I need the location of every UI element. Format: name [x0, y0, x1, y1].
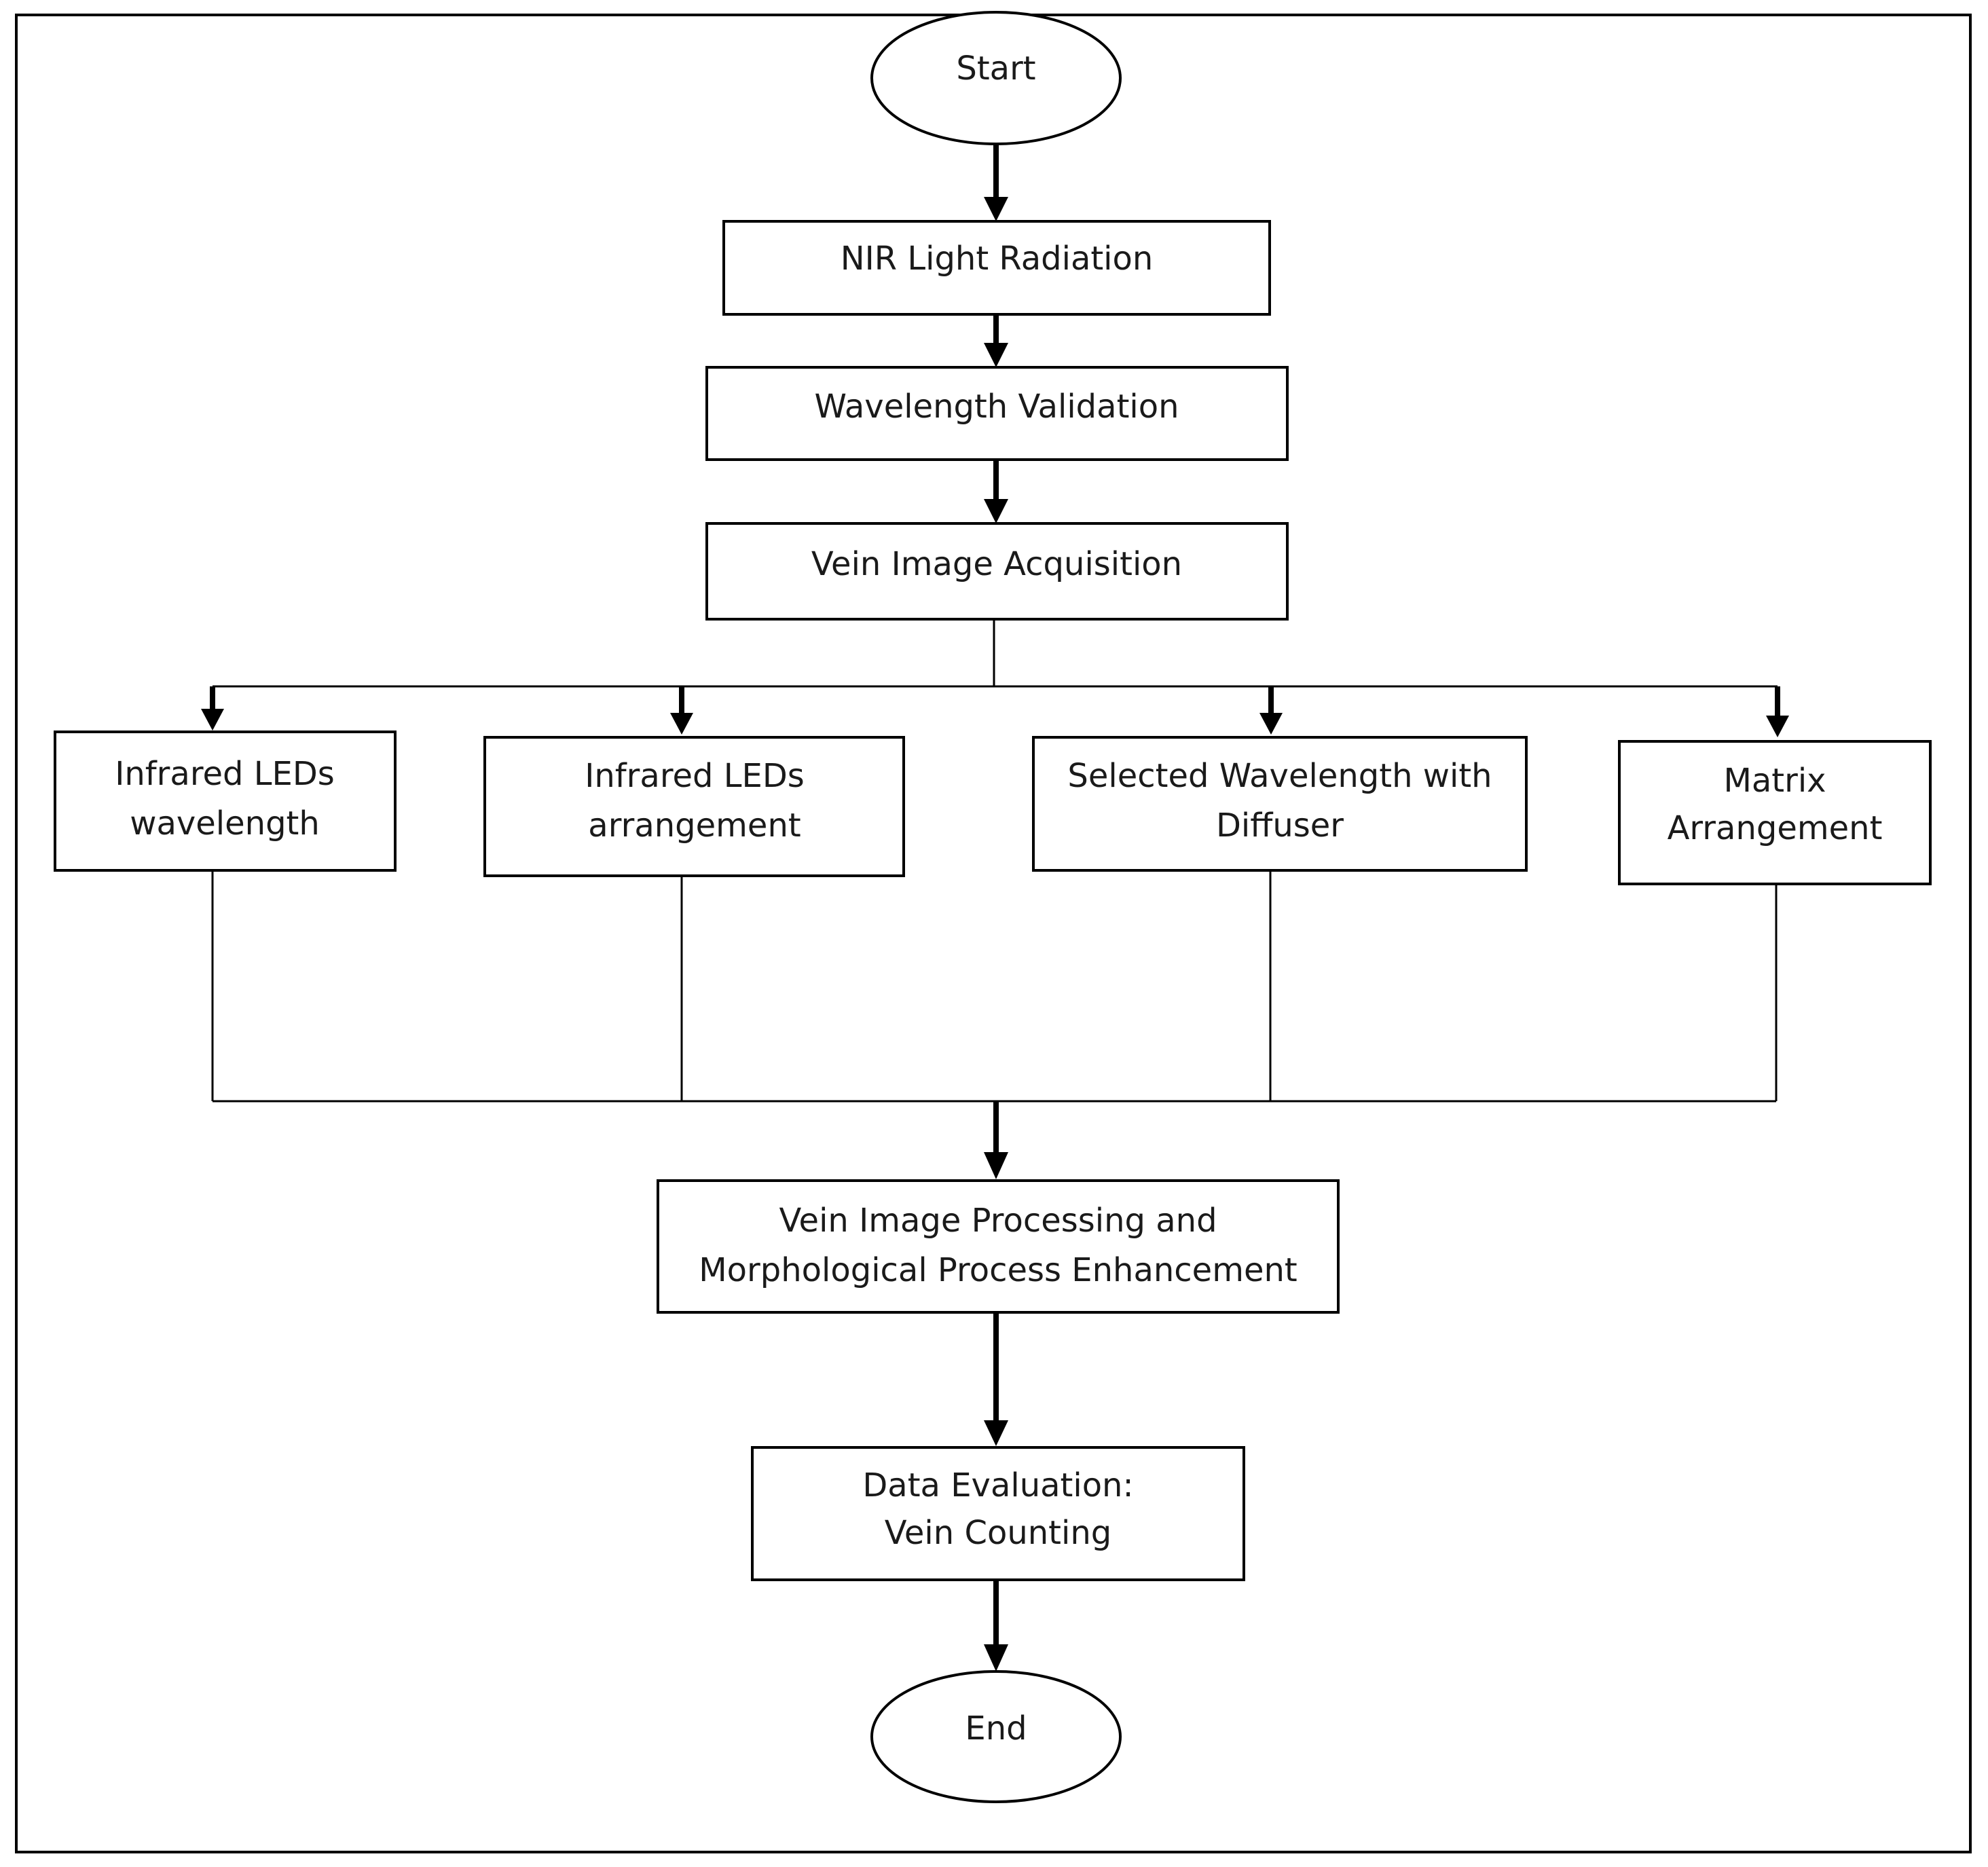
nir-light-radiation-node: NIR Light Radiation: [722, 220, 1271, 316]
branch-2-line-1: Infrared LEDs: [585, 757, 805, 795]
vein-image-processing-node: Vein Image Processing and Morphological …: [657, 1179, 1340, 1314]
arrowhead-branch-4: [1766, 716, 1789, 737]
start-label: Start: [956, 50, 1035, 88]
infrared-leds-arrangement-node: Infrared LEDs arrangement: [483, 736, 905, 877]
end-node: End: [870, 1670, 1122, 1803]
arrowhead-end: [984, 1644, 1008, 1671]
selected-wavelength-diffuser-node: Selected Wavelength with Diffuser: [1032, 736, 1528, 872]
arrowhead-branch-3: [1259, 713, 1283, 735]
arrowhead-branch-1: [201, 709, 224, 731]
arrowhead-nir: [984, 197, 1008, 221]
branch-4-line-1: Matrix: [1723, 762, 1826, 800]
wavelength-validation-node: Wavelength Validation: [705, 366, 1289, 461]
matrix-arrangement-node: Matrix Arrangement: [1618, 740, 1932, 885]
arrowhead-branch-2: [670, 713, 693, 735]
start-node: Start: [870, 11, 1122, 145]
branch-4-line-2: Arrangement: [1668, 809, 1883, 847]
arrowhead-evaluation: [984, 1420, 1008, 1446]
evaluation-line-2: Vein Counting: [885, 1514, 1111, 1552]
branch-3-line-1: Selected Wavelength with: [1067, 757, 1492, 795]
branch-3-line-2: Diffuser: [1216, 807, 1344, 845]
arrowhead-validation: [984, 343, 1008, 367]
nir-light-radiation-label: NIR Light Radiation: [841, 240, 1154, 278]
processing-line-2: Morphological Process Enhancement: [699, 1251, 1297, 1289]
end-label: End: [965, 1709, 1027, 1748]
branch-2-line-2: arrangement: [588, 807, 800, 845]
vein-image-acquisition-node: Vein Image Acquisition: [705, 522, 1289, 621]
branch-1-line-1: Infrared LEDs: [115, 755, 335, 793]
evaluation-line-1: Data Evaluation:: [862, 1466, 1133, 1504]
infrared-leds-wavelength-node: Infrared LEDs wavelength: [54, 731, 397, 872]
processing-line-1: Vein Image Processing and: [779, 1202, 1217, 1240]
branch-1-line-2: wavelength: [130, 805, 320, 843]
arrowhead-acquisition: [984, 499, 1008, 523]
data-evaluation-node: Data Evaluation: Vein Counting: [751, 1446, 1245, 1581]
wavelength-validation-label: Wavelength Validation: [814, 388, 1179, 426]
arrowhead-processing: [984, 1152, 1008, 1179]
vein-image-acquisition-label: Vein Image Acquisition: [811, 545, 1182, 583]
